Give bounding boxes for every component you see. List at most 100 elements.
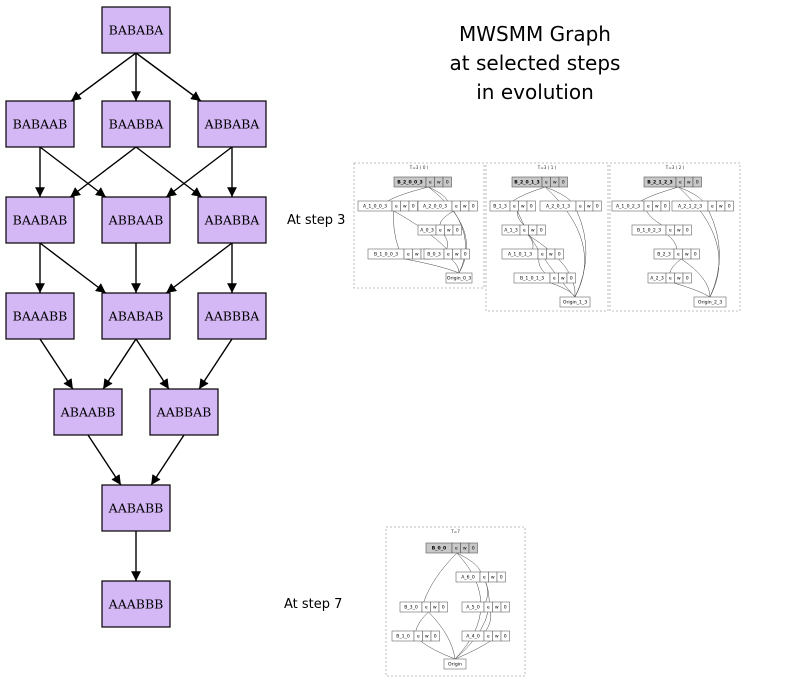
edge-baaabb-to-abaabb bbox=[39, 338, 74, 390]
node-label: BAABAB bbox=[13, 213, 68, 228]
heading-line-1: MWSMM Graph bbox=[459, 22, 611, 46]
heading-line-2: at selected steps bbox=[449, 51, 621, 75]
record-name: A_1_0_2_3 bbox=[616, 204, 640, 210]
record-field: e bbox=[523, 229, 526, 234]
record-field: w bbox=[587, 205, 591, 210]
record-edge bbox=[415, 611, 429, 632]
record-name: B_1_3 bbox=[493, 204, 507, 210]
record-name: A_2_1_2_3 bbox=[678, 204, 702, 210]
record-field: w bbox=[561, 277, 565, 282]
record-field: e bbox=[455, 547, 458, 552]
edge-ababba-to-ababab bbox=[165, 242, 233, 294]
record-field: 0 bbox=[664, 204, 667, 210]
record-name: B_1_0_2_3 bbox=[637, 228, 661, 234]
record-edge bbox=[387, 186, 429, 202]
record-field: w bbox=[447, 229, 451, 234]
record-name: B_3_0 bbox=[404, 605, 418, 611]
panel-title: T=3 ( 2 ) bbox=[665, 165, 685, 170]
record-edge bbox=[512, 186, 546, 202]
record-field: e bbox=[455, 205, 458, 210]
record-field: e bbox=[487, 606, 490, 611]
node-ababab: ABABAB bbox=[101, 292, 171, 340]
edge-abaabb-to-aababb bbox=[87, 434, 122, 486]
record-field: e bbox=[439, 229, 442, 234]
origin-node: Origin_0_3 bbox=[445, 272, 473, 284]
record-field: e bbox=[669, 277, 672, 282]
record-field: w bbox=[655, 205, 659, 210]
record-edge bbox=[667, 234, 677, 250]
record-edge bbox=[708, 210, 720, 298]
record-name: B_0_0 bbox=[432, 546, 447, 552]
heading-line-3: in evolution bbox=[476, 80, 594, 104]
record-name: B_1_0_1_3 bbox=[520, 276, 544, 282]
record-field: 0 bbox=[558, 252, 561, 258]
record-edge bbox=[485, 611, 492, 632]
record-name: A_1_0_0_3 bbox=[363, 204, 387, 210]
record-field: w bbox=[531, 229, 535, 234]
record-name: B_2_0_1_3 bbox=[514, 180, 539, 186]
record-field: 0 bbox=[570, 276, 573, 282]
edge-aabbab-to-aababb bbox=[150, 434, 185, 486]
record-edge bbox=[451, 258, 460, 274]
record-field: w bbox=[677, 229, 681, 234]
node-label: AABBAB bbox=[156, 405, 212, 420]
edge-bababa-to-abbaba bbox=[135, 52, 202, 102]
record-field: 0 bbox=[728, 204, 731, 210]
node-label: AAABBB bbox=[108, 597, 164, 612]
record-edge bbox=[678, 186, 720, 298]
record-name: B_2_3 bbox=[657, 252, 671, 258]
record-field: 0 bbox=[694, 252, 697, 258]
record-field: 0 bbox=[412, 204, 415, 210]
record-field: w bbox=[463, 547, 467, 552]
record-field: e bbox=[425, 606, 428, 611]
record-field: w bbox=[463, 205, 467, 210]
node-label: ABBAAB bbox=[108, 213, 164, 228]
record-edge bbox=[428, 611, 456, 660]
record-edge bbox=[420, 640, 456, 660]
node-aabbba: AABBBA bbox=[197, 292, 267, 340]
record-field: 0 bbox=[456, 228, 459, 234]
step-7-label: At step 7 bbox=[284, 597, 343, 612]
record-field: 0 bbox=[504, 605, 507, 611]
record-edge bbox=[640, 186, 679, 202]
node-label: ABABAB bbox=[108, 309, 164, 324]
record-field: 0 bbox=[500, 575, 503, 581]
node-label: ABABBA bbox=[204, 213, 261, 228]
record-field: w bbox=[491, 576, 495, 581]
record-edge bbox=[454, 640, 491, 660]
node-label: ABAABB bbox=[60, 405, 116, 420]
edge-ababab-to-aabbab bbox=[135, 338, 170, 390]
origin-node: Origin bbox=[443, 658, 467, 670]
record-edge bbox=[428, 186, 467, 274]
record-name: A_2_3 bbox=[650, 276, 664, 282]
edge-baabba-to-baabab bbox=[69, 146, 137, 198]
record-name: B_1_0_0_3 bbox=[374, 252, 398, 258]
edge-baabba-to-ababba bbox=[135, 146, 203, 198]
record-field: 0 bbox=[596, 204, 599, 210]
record-field: 0 bbox=[472, 546, 475, 552]
record-name: A_1_0_1_3 bbox=[508, 252, 532, 258]
record-field: e bbox=[647, 205, 650, 210]
record-edge bbox=[527, 234, 576, 298]
edge-babaab-to-abbaab bbox=[39, 146, 107, 198]
record-field: e bbox=[545, 181, 548, 186]
edge-aabbba-to-aabbab bbox=[198, 338, 233, 390]
record-field: 0 bbox=[446, 180, 449, 186]
record-edge bbox=[681, 258, 711, 298]
node-label: AABBBA bbox=[204, 309, 261, 324]
record-field: 0 bbox=[504, 634, 507, 640]
lattice-edges bbox=[35, 52, 237, 581]
record-field: e bbox=[679, 181, 682, 186]
record-field: e bbox=[487, 635, 490, 640]
node-aababb: AABABB bbox=[101, 484, 171, 532]
record-edge bbox=[453, 210, 466, 274]
